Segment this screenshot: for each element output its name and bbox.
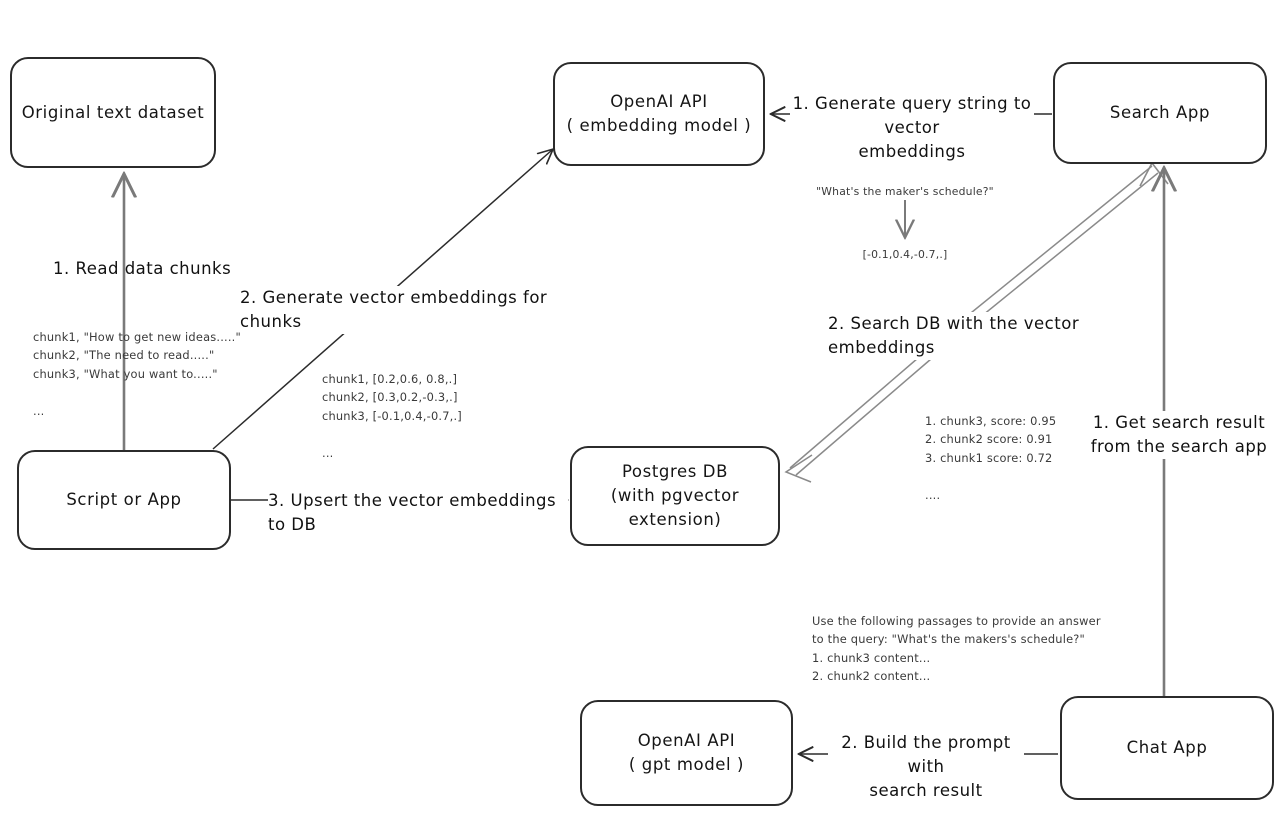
note-chunks-sample: chunk1, "How to get new ideas....." chun… xyxy=(33,328,283,420)
node-openai-gpt-api[interactable]: OpenAI API ( gpt model ) xyxy=(580,700,793,806)
note-line: 3. chunk1 score: 0.72 xyxy=(925,450,1053,465)
edge-label-text: 2. Generate vector embeddings for chunks xyxy=(240,288,548,331)
edge-label-line2: from the search app xyxy=(1090,436,1268,456)
node-label: Search App xyxy=(1109,103,1211,123)
edge-label-line2: embeddings xyxy=(858,141,966,161)
note-line: chunk3, "What you want to....." xyxy=(33,366,218,381)
node-label-line2: ( gpt model ) xyxy=(628,755,745,774)
node-script-or-app[interactable]: Script or App xyxy=(17,450,231,550)
node-label-line1: OpenAI API xyxy=(637,731,736,751)
note-line: ... xyxy=(33,403,45,418)
edge-label-build-prompt: 2. Build the prompt with search result xyxy=(828,731,1024,803)
note-line: chunk2, "The need to read....." xyxy=(33,348,215,363)
edge-label-generate-vector-embeddings: 2. Generate vector embeddings for chunks xyxy=(240,286,570,334)
node-label: Script or App xyxy=(66,490,182,510)
note-line: chunk2, [0.3,0.2,-0.3,.] xyxy=(322,390,458,405)
node-label: Chat App xyxy=(1126,738,1208,758)
note-query-vector: [-0.1,0.4,-0.7,.] xyxy=(835,246,975,263)
edge-label-line1: 1. Get search result xyxy=(1092,413,1266,432)
node-label-line1: Postgres DB xyxy=(621,462,729,482)
node-openai-embedding-api[interactable]: OpenAI API ( embedding model ) xyxy=(553,62,765,166)
node-original-text-dataset[interactable]: Original text dataset xyxy=(10,57,216,168)
note-line: ... xyxy=(322,445,334,460)
node-label: Original text dataset xyxy=(21,102,205,122)
edge-label-line1: 1. Generate query string to vector xyxy=(792,94,1032,137)
node-chat-app[interactable]: Chat App xyxy=(1060,696,1274,800)
note-line: 2. chunk2 content... xyxy=(812,669,931,684)
node-label-line1: OpenAI API xyxy=(610,92,708,112)
edge-label-text: 1. Read data chunks xyxy=(53,259,232,278)
edge-label-search-db: 2. Search DB with the vector embeddings xyxy=(828,312,1128,360)
note-prompt-sample: Use the following passages to provide an… xyxy=(812,612,1101,686)
node-postgres-db[interactable]: Postgres DB (with pgvector extension) xyxy=(570,446,780,546)
edge-label-generate-query-embeddings: 1. Generate query string to vector embed… xyxy=(790,92,1034,164)
edge-label-line2: search result xyxy=(869,780,983,800)
note-line: chunk1, [0.2,0.6, 0.8,.] xyxy=(322,372,458,386)
note-line: [-0.1,0.4,-0.7,.] xyxy=(862,248,948,261)
note-line: Use the following passages to provide an… xyxy=(812,614,1101,628)
edge-label-upsert-to-db: 3. Upsert the vector embeddings to DB xyxy=(268,489,568,537)
edge-label-text: 3. Upsert the vector embeddings to DB xyxy=(268,491,557,534)
note-search-results: 1. chunk3, score: 0.95 2. chunk2 score: … xyxy=(925,412,1115,504)
note-line: to the query: "What's the makers's sched… xyxy=(812,632,1085,647)
note-line: "What's the maker's schedule?" xyxy=(816,185,994,198)
note-line: chunk3, [-0.1,0.4,-0.7,.] xyxy=(322,408,462,423)
edge-label-text: 2. Search DB with the vector embeddings xyxy=(828,314,1080,357)
node-label-line2: (with pgvector extension) xyxy=(610,486,740,529)
note-line: 2. chunk2 score: 0.91 xyxy=(925,432,1053,447)
note-query-string: "What's the maker's schedule?" xyxy=(805,183,1005,200)
note-line: 1. chunk3 content... xyxy=(812,650,931,665)
note-line: .... xyxy=(925,487,941,502)
note-chunk-embeddings: chunk1, [0.2,0.6, 0.8,.] chunk2, [0.3,0.… xyxy=(322,370,522,462)
node-label-line2: ( embedding model ) xyxy=(566,116,752,135)
node-search-app[interactable]: Search App xyxy=(1053,62,1267,164)
edge-label-read-data-chunks: 1. Read data chunks xyxy=(53,257,283,281)
note-line: chunk1, "How to get new ideas....." xyxy=(33,330,241,344)
note-line: 1. chunk3, score: 0.95 xyxy=(925,414,1057,428)
edge-label-get-search-result: 1. Get search result from the search app xyxy=(1084,411,1274,459)
edge-label-line1: 2. Build the prompt with xyxy=(841,733,1011,776)
